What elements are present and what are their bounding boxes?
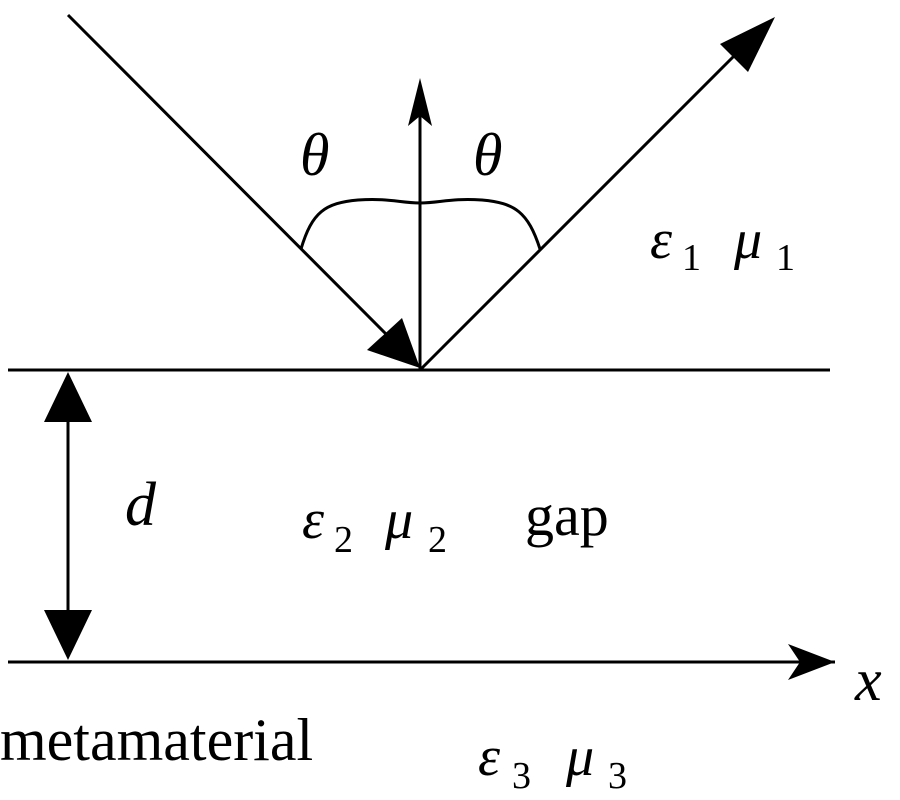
thickness-label: d	[125, 471, 157, 539]
region3-epsilon-sub: 3	[512, 755, 531, 797]
metamaterial-label: metamaterial	[0, 707, 313, 773]
region3-epsilon: ε	[478, 726, 501, 788]
region1-epsilon: ε	[650, 209, 673, 271]
region1-mu-sub: 1	[776, 237, 795, 279]
reflected-ray-arrowhead	[720, 17, 775, 72]
theta-label-left: θ	[300, 122, 329, 188]
incident-ray	[66, 13, 392, 340]
reflected-ray	[418, 43, 747, 372]
region1-epsilon-sub: 1	[682, 237, 701, 279]
x-axis-arrowhead	[788, 644, 835, 680]
thickness-arrow-top	[44, 372, 92, 422]
region3-mu-sub: 3	[608, 755, 627, 797]
region2-epsilon: ε	[302, 489, 325, 551]
theta-label-right: θ	[473, 122, 502, 188]
incident-ray-arrowhead	[367, 318, 420, 368]
angle-arc	[299, 198, 542, 250]
region3-mu: μ	[565, 726, 594, 788]
thickness-arrow-bottom	[44, 610, 92, 660]
gap-label: gap	[525, 483, 609, 548]
region2-mu-sub: 2	[428, 519, 447, 561]
normal-arrowhead	[408, 78, 432, 126]
region2-mu: μ	[384, 489, 413, 551]
region2-epsilon-sub: 2	[334, 519, 353, 561]
x-axis-label: x	[854, 647, 882, 713]
region1-mu: μ	[733, 209, 762, 271]
